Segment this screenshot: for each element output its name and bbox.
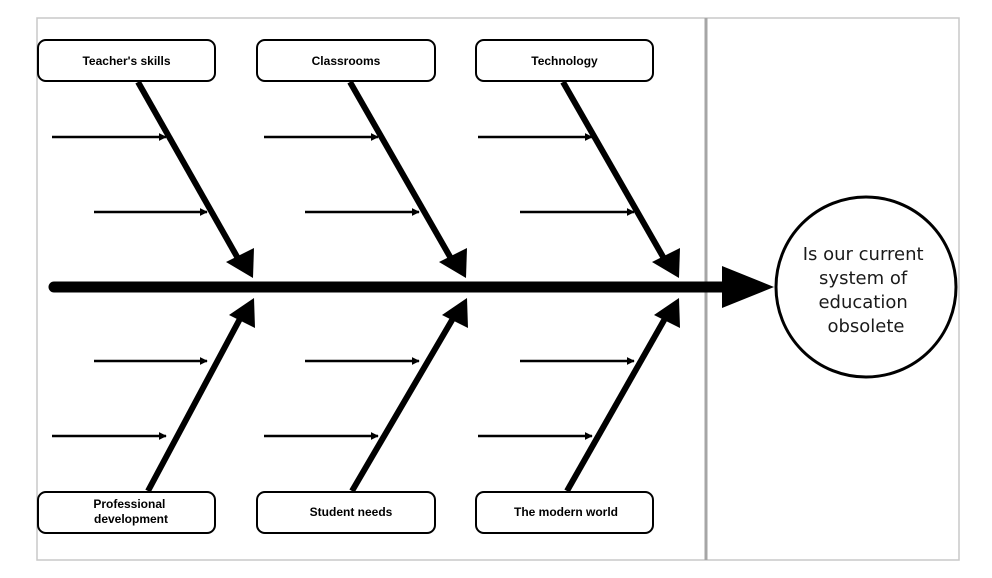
category-label: The modern world <box>514 505 618 519</box>
spine-arrowhead <box>722 266 774 308</box>
category-label: Student needs <box>310 505 393 519</box>
category-box-professional-development: Professional development <box>37 491 216 534</box>
top-bone-2-arrowhead <box>439 248 467 278</box>
bottom-bone-2-arrowhead <box>442 298 468 328</box>
bottom-bone-2 <box>349 313 458 493</box>
bottom-bone-1 <box>145 313 245 493</box>
category-label: Classrooms <box>312 54 381 68</box>
category-label-line: Professional <box>93 497 165 511</box>
category-box-student-needs: Student needs <box>256 491 436 534</box>
effect-line: education <box>818 292 907 313</box>
effect-text: Is our current system of education obsol… <box>803 244 930 337</box>
category-label: Technology <box>531 54 598 68</box>
effect-circle <box>774 195 958 379</box>
effect-line: obsolete <box>827 316 904 337</box>
category-box-frame <box>37 491 216 534</box>
category-label-line: development <box>94 512 168 526</box>
bottom-bone-3 <box>564 313 670 493</box>
category-label: Professional development <box>93 497 168 526</box>
category-box-teachers-skills: Teacher's skills <box>37 39 216 82</box>
bottom-bone-1-arrowhead <box>229 298 255 328</box>
category-box-the-modern-world: The modern world <box>475 491 654 534</box>
category-box-frame <box>475 491 654 534</box>
bottom-bone-3-arrowhead <box>654 298 680 328</box>
category-box-frame <box>256 491 436 534</box>
top-bone-2 <box>347 80 456 264</box>
top-bone-1 <box>135 80 243 264</box>
effect-line: Is our current <box>803 244 924 265</box>
top-bone-3 <box>560 80 669 264</box>
category-box-classrooms: Classrooms <box>256 39 436 82</box>
category-box-technology: Technology <box>475 39 654 82</box>
top-bone-1-arrowhead <box>226 248 254 278</box>
top-bone-3-arrowhead <box>652 248 680 278</box>
category-label: Teacher's skills <box>82 54 170 68</box>
category-box-frame <box>256 39 436 82</box>
category-box-frame <box>37 39 216 82</box>
category-box-frame <box>475 39 654 82</box>
effect-line: system of <box>819 268 908 289</box>
